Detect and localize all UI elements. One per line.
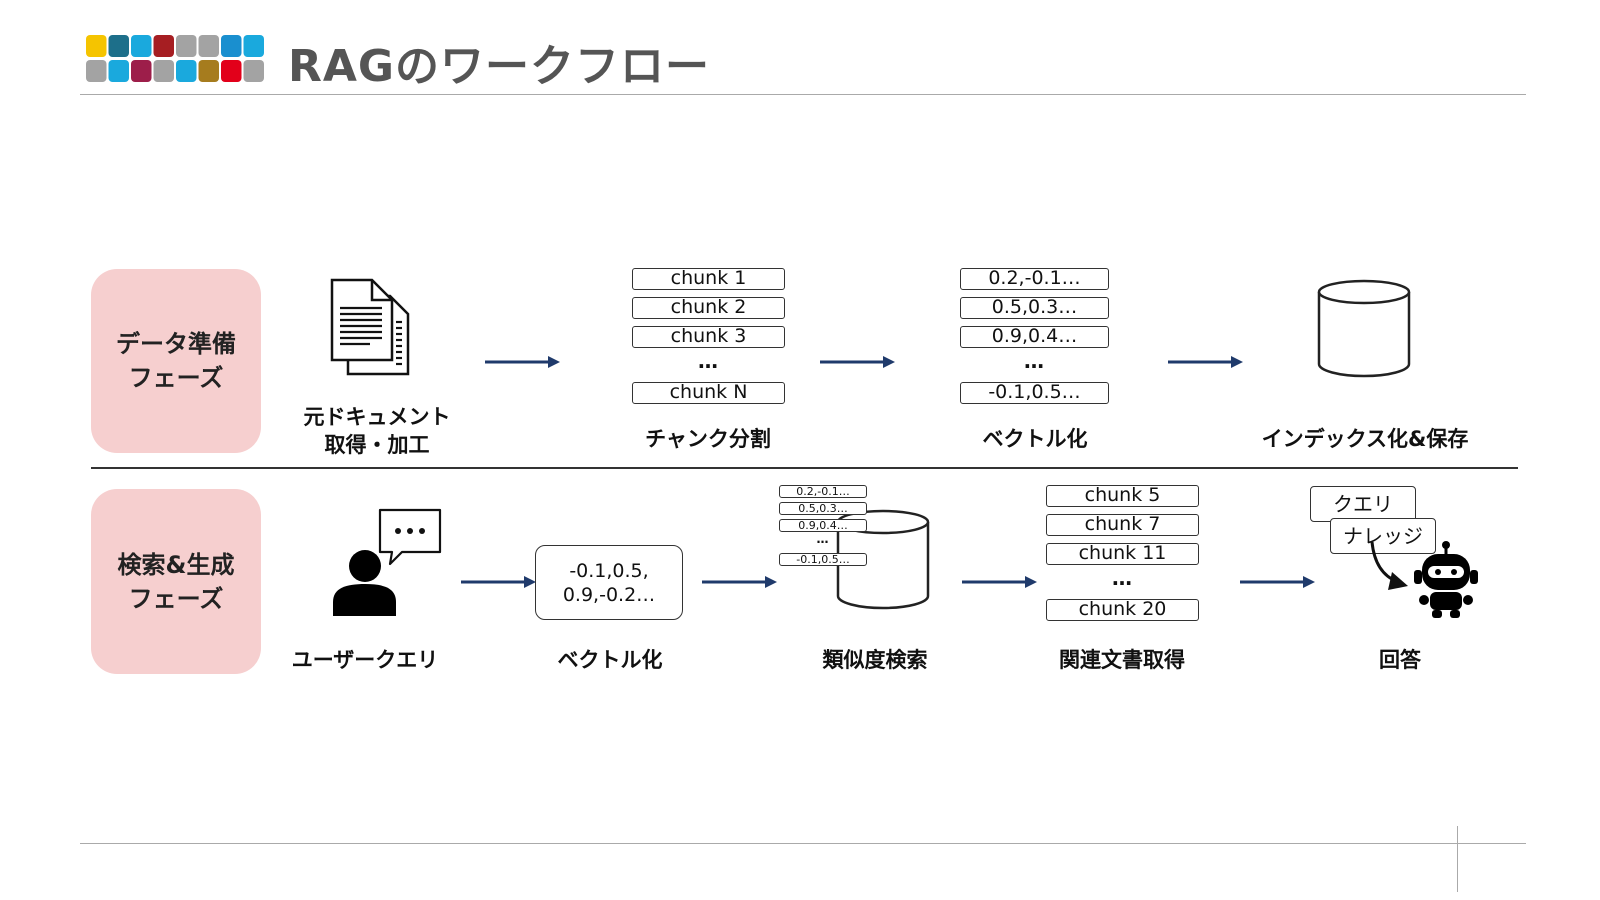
- footer-vertical-divider: [1457, 826, 1458, 892]
- logo-tile: [86, 35, 107, 57]
- vector-item: 0.5,0.3…: [960, 297, 1109, 319]
- chunk-item: chunk 5: [1046, 485, 1199, 507]
- logo-tile: [176, 60, 197, 82]
- query-vectorize-label: ベクトル化: [557, 648, 663, 672]
- logo-tile: [131, 60, 152, 82]
- logo-tile: [198, 60, 219, 82]
- logo-tile: [198, 35, 219, 57]
- database-icon: [1317, 279, 1411, 378]
- arrow-6: [962, 576, 1037, 588]
- chunk-item: chunk 2: [632, 297, 785, 319]
- phase-label-search: 検索&生成フェーズ: [91, 489, 261, 674]
- logo-tile: [221, 35, 242, 57]
- chunking-label: チャンク分割: [645, 427, 771, 451]
- vector-item: 0.9,0.4…: [779, 519, 867, 532]
- similarity-vector-list: 0.2,-0.1… 0.5,0.3… 0.9,0.4… … -0.1,0.5…: [779, 485, 867, 566]
- phase-label-prep: データ準備フェーズ: [91, 269, 261, 453]
- logo-tile: [153, 60, 174, 82]
- source-doc-label: 元ドキュメント 取得・加工: [303, 405, 451, 457]
- chunk-list: chunk 1 chunk 2 chunk 3 … chunk N: [632, 268, 785, 404]
- chunk-item: chunk 11: [1046, 543, 1199, 565]
- vector-item: 0.5,0.3…: [779, 502, 867, 515]
- vector-item-last: -0.1,0.5…: [779, 553, 867, 566]
- robot-icon: [1414, 541, 1478, 618]
- query-tag: クエリ: [1310, 486, 1416, 522]
- retrieved-chunk-list: chunk 5 chunk 7 chunk 11 … chunk 20: [1046, 485, 1199, 621]
- arrow-1: [485, 356, 560, 368]
- vector-item-last: -0.1,0.5…: [960, 382, 1109, 404]
- user-query-label: ユーザークエリ: [291, 648, 439, 672]
- chunk-item-last: chunk 20: [1046, 599, 1199, 621]
- ellipsis: …: [1112, 566, 1133, 590]
- logo-tile: [131, 35, 152, 57]
- knowledge-tag: ナレッジ: [1330, 518, 1436, 554]
- arrow-7: [1240, 576, 1315, 588]
- footer-divider: [80, 843, 1526, 844]
- logo-tile: [221, 60, 242, 82]
- logo-tile: [176, 35, 197, 57]
- logo-tile: [243, 35, 264, 57]
- chunk-item-last: chunk N: [632, 382, 785, 404]
- query-vector-box: -0.1,0.5, 0.9,-0.2…: [535, 545, 683, 620]
- ellipsis: …: [1024, 349, 1045, 373]
- vector-item: 0.2,-0.1…: [960, 268, 1109, 290]
- logo-tile: [86, 60, 107, 82]
- retrieval-label: 関連文書取得: [1059, 648, 1185, 672]
- vector-item: 0.2,-0.1…: [779, 485, 867, 498]
- index-label: インデックス化&保存: [1261, 427, 1469, 451]
- logo-tile: [108, 60, 129, 82]
- header-divider: [80, 94, 1526, 95]
- document-icon: [330, 278, 410, 376]
- logo-tile: [108, 35, 129, 57]
- phase-divider: [91, 467, 1518, 469]
- arrow-4: [461, 576, 536, 588]
- curved-arrow-icon: [1370, 541, 1408, 590]
- brand-logo: [86, 35, 264, 82]
- vector-item: 0.9,0.4…: [960, 326, 1109, 348]
- answer-label: 回答: [1379, 648, 1421, 672]
- chunk-item: chunk 3: [632, 326, 785, 348]
- vectorize-label: ベクトル化: [982, 427, 1088, 451]
- vector-list: 0.2,-0.1… 0.5,0.3… 0.9,0.4… … -0.1,0.5…: [960, 268, 1109, 404]
- chunk-item: chunk 1: [632, 268, 785, 290]
- logo-tile: [153, 35, 174, 57]
- page-title: RAGのワークフロー: [288, 41, 711, 92]
- logo-tile: [243, 60, 264, 82]
- ellipsis: …: [698, 349, 719, 373]
- user-chat-icon: [333, 508, 442, 616]
- ellipsis: …: [816, 532, 830, 546]
- similarity-label: 類似度検索: [822, 648, 928, 672]
- arrow-5: [702, 576, 777, 588]
- arrow-3: [1168, 356, 1243, 368]
- arrow-2: [820, 356, 895, 368]
- chunk-item: chunk 7: [1046, 514, 1199, 536]
